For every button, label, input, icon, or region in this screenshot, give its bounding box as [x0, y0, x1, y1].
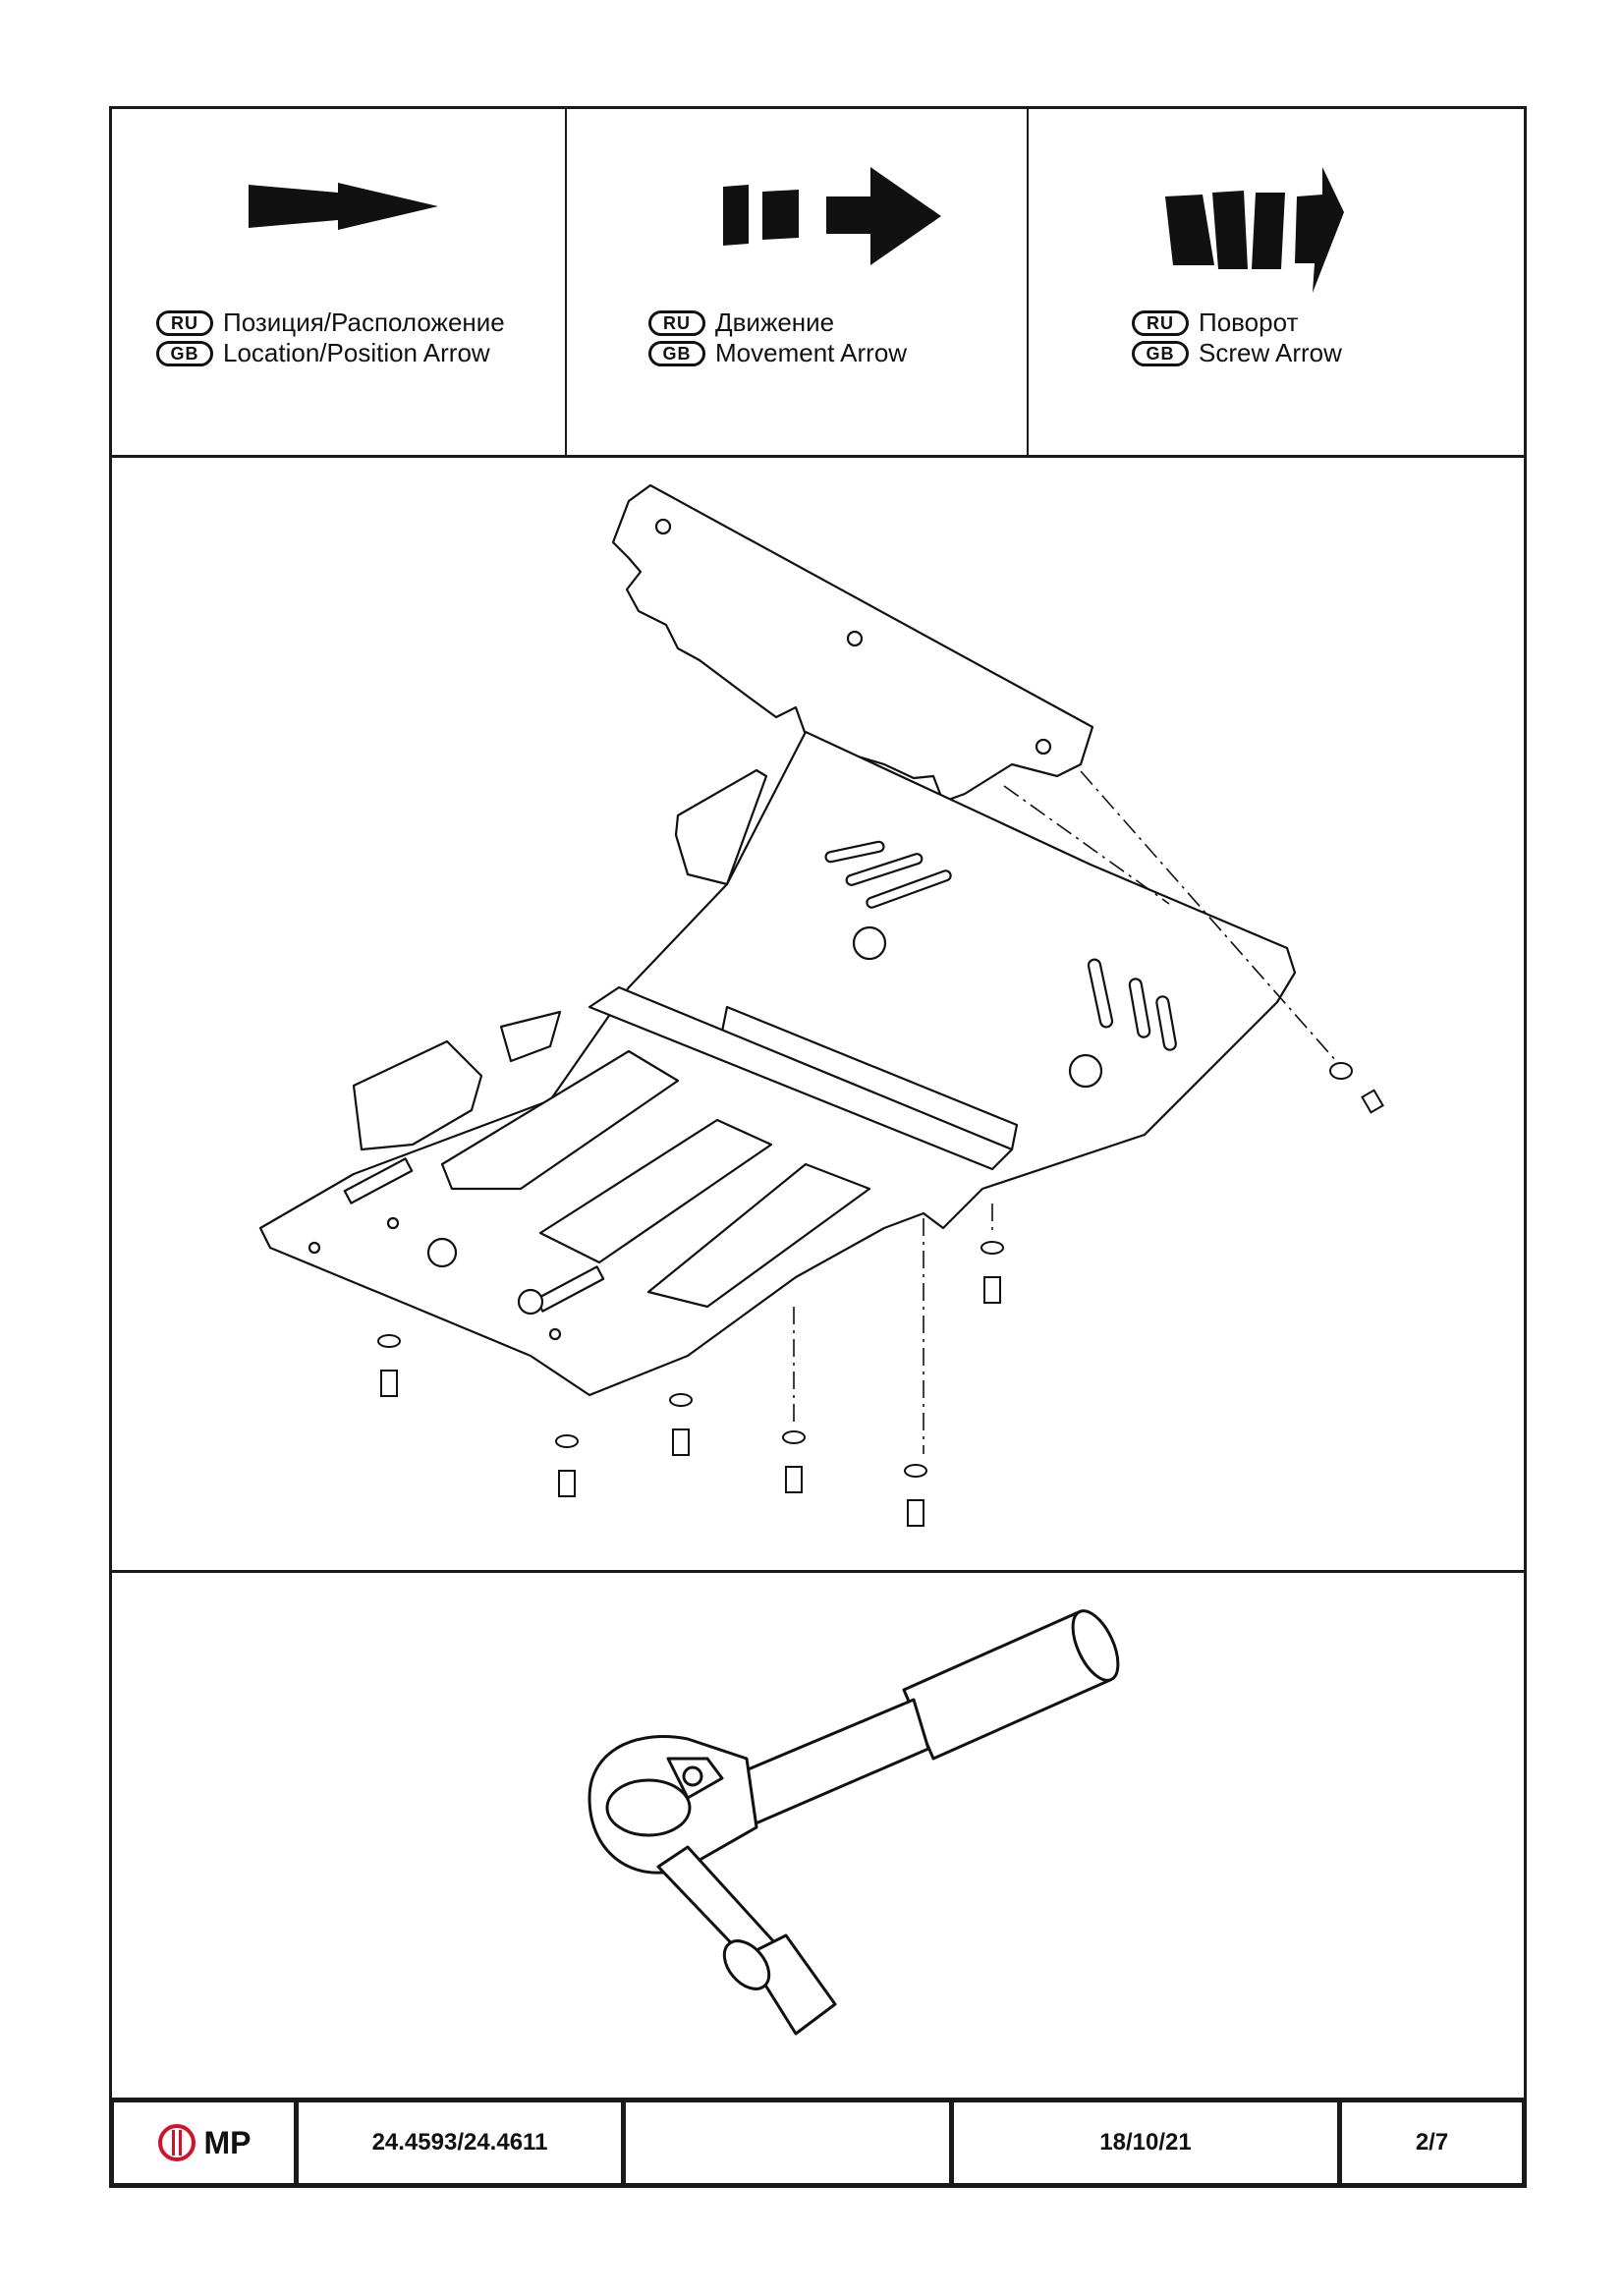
footer-divider [294, 2102, 299, 2183]
gb-badge: GB [1132, 340, 1189, 366]
legend-divider-1 [565, 106, 567, 456]
screw-arrow-icon [1165, 167, 1344, 293]
footer-divider [949, 2102, 954, 2183]
legend-screw: RU Поворот GB Screw Arrow [1028, 106, 1527, 456]
ru-badge: RU [648, 309, 705, 336]
skid-plate-assembly-diagram [258, 483, 1384, 1527]
diagram-bottom-border [109, 1570, 1527, 1573]
legend-divider-2 [1027, 106, 1029, 456]
legend-movement: RU Движение GB Movement Arrow [566, 106, 1027, 456]
legend-gb-text: Location/Position Arrow [223, 338, 490, 367]
legend-bottom-border [109, 455, 1527, 458]
footer-divider [621, 2102, 626, 2183]
brand-logo-icon [157, 2124, 196, 2161]
ratchet-wrench-icon [588, 1609, 1120, 2036]
legend-gb-text: Movement Arrow [715, 338, 908, 367]
page-number: 2/7 [1415, 2129, 1449, 2156]
brand-logo-text: MP [203, 2124, 252, 2160]
footer-divider [1337, 2102, 1342, 2183]
part-number: 24.4593/24.4611 [371, 2129, 548, 2156]
legend-ru-text: Движение [715, 308, 835, 337]
legend-gb-text: Screw Arrow [1199, 338, 1342, 367]
footer-logo: MP [114, 2102, 294, 2183]
legend-location: RU Позиция/Расположение GB Location/Positi… [109, 106, 565, 456]
ru-badge: RU [156, 309, 213, 336]
ru-badge: RU [1132, 309, 1189, 336]
gb-badge: GB [648, 340, 705, 366]
location-arrow-icon [249, 183, 438, 230]
movement-arrow-icon [723, 167, 941, 265]
legend-ru-text: Позиция/Расположение [223, 308, 505, 337]
footer-blank-cell [626, 2102, 949, 2183]
footer-title-block: MP 24.4593/24.4611 18/10/21 2/7 [109, 2098, 1527, 2188]
drawing-date: 18/10/21 [1099, 2129, 1192, 2156]
gb-badge: GB [156, 340, 213, 366]
legend-ru-text: Поворот [1199, 308, 1299, 337]
